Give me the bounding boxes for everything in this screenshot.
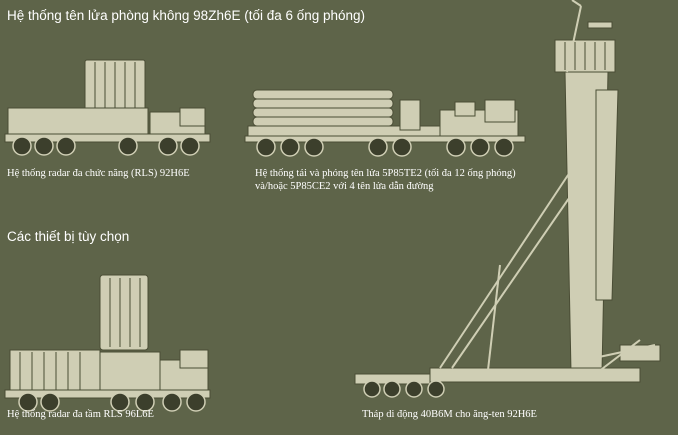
optional-equipment-heading: Các thiết bị tùy chọn [7, 229, 130, 244]
radar-92h6e-wheels [12, 136, 200, 156]
radar-96l6e-wheels [18, 392, 206, 412]
caption-launcher-line2: và/hoặc 5P85CE2 với 4 tên lửa dẫn đường [255, 181, 434, 192]
tower-40b6m-wheels [363, 380, 445, 398]
radar-96l6e-truck-illustration [4, 274, 211, 399]
radar-92h6e-truck-illustration [4, 59, 211, 143]
page-title: Hệ thống tên lửa phòng không 98Zh6E (tối… [7, 8, 366, 23]
tower-40b6m-illustration [354, 21, 661, 385]
caption-tower-40b6m: Tháp di động 40B6M cho ăng-ten 92H6E [362, 409, 537, 420]
launcher-5p85te2-wheels [256, 137, 514, 157]
caption-radar-92h6e: Hệ thống radar đa chức năng (RLS) 92H6E [7, 168, 190, 179]
caption-radar-96l6e: Hệ thống radar đa tầm RLS 96L6E [7, 409, 154, 420]
caption-launcher-line1: Hệ thống tải và phóng tên lửa 5P85TE2 (t… [255, 168, 516, 179]
tower-40b6m-lines [439, 0, 656, 373]
launcher-5p85te2-illustration [244, 89, 526, 143]
